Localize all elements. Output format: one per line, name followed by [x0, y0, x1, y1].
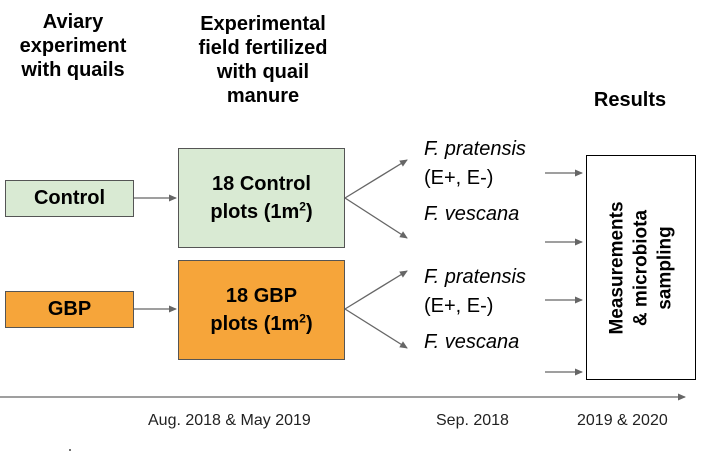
control-endophyte-label: (E+, E-)	[424, 167, 494, 189]
results-box: Measurements & microbiota sampling	[586, 155, 696, 380]
control-to-pratensis-arrow	[344, 159, 408, 199]
stray-dot	[69, 449, 71, 451]
results-box-text: Measurements & microbiota sampling	[605, 155, 677, 380]
aviary-header-line3: with quails	[21, 59, 125, 81]
field-header-line1: Experimental	[200, 13, 326, 35]
gbp-to-pratensis-arrow	[344, 270, 408, 310]
gbp-vescana-label: F. vescana	[424, 331, 520, 353]
control-plots-line1: 18 Control	[212, 173, 311, 195]
results-line2: & microbiota	[630, 209, 651, 326]
control-plots-box: 18 Control plots (1m2)	[178, 148, 345, 248]
gbp-pratensis-label: F. pratensis	[424, 266, 526, 288]
timeline-date-1: Aug. 2018 & May 2019	[148, 412, 311, 429]
aviary-header-line1: Aviary	[42, 11, 104, 33]
results-line3: sampling	[654, 225, 675, 310]
gbp-plots-box: 18 GBP plots (1m2)	[178, 260, 345, 360]
control-vescana-label: F. vescana	[424, 203, 520, 225]
control-to-vescana-arrow	[344, 197, 408, 239]
gbp-treatment-label: GBP	[47, 298, 92, 320]
aviary-header-line2: experiment	[19, 35, 127, 57]
control-plots-line2: plots (1m2)	[210, 199, 313, 223]
timeline-date-3: 2019 & 2020	[577, 412, 668, 429]
field-header: Experimental field fertilized with quail…	[178, 12, 348, 108]
control-pratensis-label: F. pratensis	[424, 138, 526, 160]
timeline-date-2: Sep. 2018	[436, 412, 509, 429]
gbp-plots-line2: plots (1m2)	[210, 311, 313, 335]
field-header-line4: manure	[226, 85, 300, 107]
gbp-to-vescana-arrow	[344, 308, 408, 349]
control-treatment-box: Control	[5, 180, 134, 217]
field-header-line2: field fertilized	[198, 37, 328, 59]
control-treatment-label: Control	[33, 187, 106, 209]
gbp-endophyte-label: (E+, E-)	[424, 295, 494, 317]
gbp-plots-line1: 18 GBP	[225, 285, 298, 307]
gbp-treatment-box: GBP	[5, 291, 134, 328]
aviary-header: Aviary experiment with quails	[8, 10, 138, 82]
results-header: Results	[593, 89, 667, 111]
field-header-line3: with quail	[216, 61, 310, 83]
results-line1: Measurements	[606, 200, 627, 335]
